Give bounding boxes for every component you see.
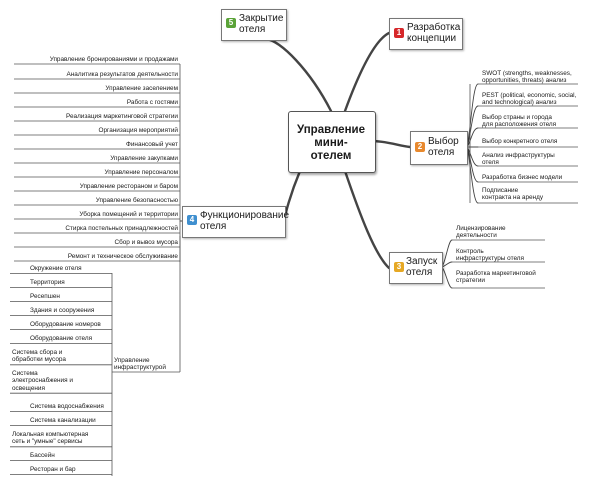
item-underlines xyxy=(10,63,578,476)
b4-item[interactable]: Организация мероприятий xyxy=(98,127,179,134)
b2-item[interactable]: Выбор конкретного отеля xyxy=(482,138,558,145)
central-topic-label: Управление мини- отелем xyxy=(297,124,365,162)
b4-item[interactable]: Управление заселением xyxy=(105,85,178,92)
b4-item[interactable]: Аналитика результатов деятельности xyxy=(66,71,178,78)
branch-1-number-badge: 1 xyxy=(394,28,404,38)
branch-4-number-badge: 4 xyxy=(187,215,197,225)
infrastructure-item[interactable]: Ресепшен xyxy=(30,293,60,300)
b2-item[interactable]: Разработка бизнес модели xyxy=(482,174,563,181)
connector-branch-5 xyxy=(264,37,333,113)
b4-item[interactable]: Уборка помещений и территории xyxy=(79,211,178,218)
infrastructure-item[interactable]: Оборудование номеров xyxy=(30,321,101,328)
infrastructure-item[interactable]: Окружение отеля xyxy=(30,265,82,272)
branch-2-number-badge: 2 xyxy=(415,142,425,152)
b4-item[interactable]: Управление персоналом xyxy=(104,169,178,176)
infrastructure-item[interactable]: Территория xyxy=(30,279,65,286)
b4-item[interactable]: Реализация маркетинговой стратегии xyxy=(65,113,178,120)
b2-item[interactable]: PEST (political, economic, social,and te… xyxy=(482,92,577,107)
branch-3-number-badge: 3 xyxy=(394,262,404,272)
b4-item[interactable]: Финансовый учет xyxy=(126,141,178,148)
b4-item[interactable]: Управление закупками xyxy=(110,155,178,162)
b4-item[interactable]: Сбор и вывоз мусора xyxy=(114,239,178,246)
b4-item[interactable]: Управление безопасностью xyxy=(95,197,178,204)
b4-item[interactable]: Ремонт и техническое обслуживание xyxy=(67,253,178,260)
branch-4-box[interactable] xyxy=(182,206,286,238)
central-topic[interactable] xyxy=(288,111,376,173)
b4-item[interactable]: Работа с гостями xyxy=(126,99,178,106)
infrastructure-item[interactable]: Бассейн xyxy=(30,452,55,459)
connector-branch-2 xyxy=(372,139,412,149)
infrastructure-item[interactable]: Система водоснабжения xyxy=(30,403,104,410)
b2-item[interactable]: SWOT (strengths, weaknesses,opportunitie… xyxy=(482,70,572,85)
infrastructure-item[interactable]: Оборудование отеля xyxy=(30,335,93,342)
connector-branch-3 xyxy=(343,169,391,270)
infrastructure-item[interactable]: Ресторан и бар xyxy=(30,466,76,473)
infrastructure-item[interactable]: Здания и сооружения xyxy=(30,307,95,314)
b4-item[interactable]: Управление рестораном и баром xyxy=(79,183,178,190)
connector-branch-1 xyxy=(343,31,391,113)
b4-item[interactable]: Управление бронированиями и продажами xyxy=(49,56,178,63)
infrastructure-item[interactable]: Система канализации xyxy=(30,417,96,424)
branch-5-number-badge: 5 xyxy=(226,18,236,28)
b4-item[interactable]: Стирка постельных принадлежностей xyxy=(65,225,178,232)
